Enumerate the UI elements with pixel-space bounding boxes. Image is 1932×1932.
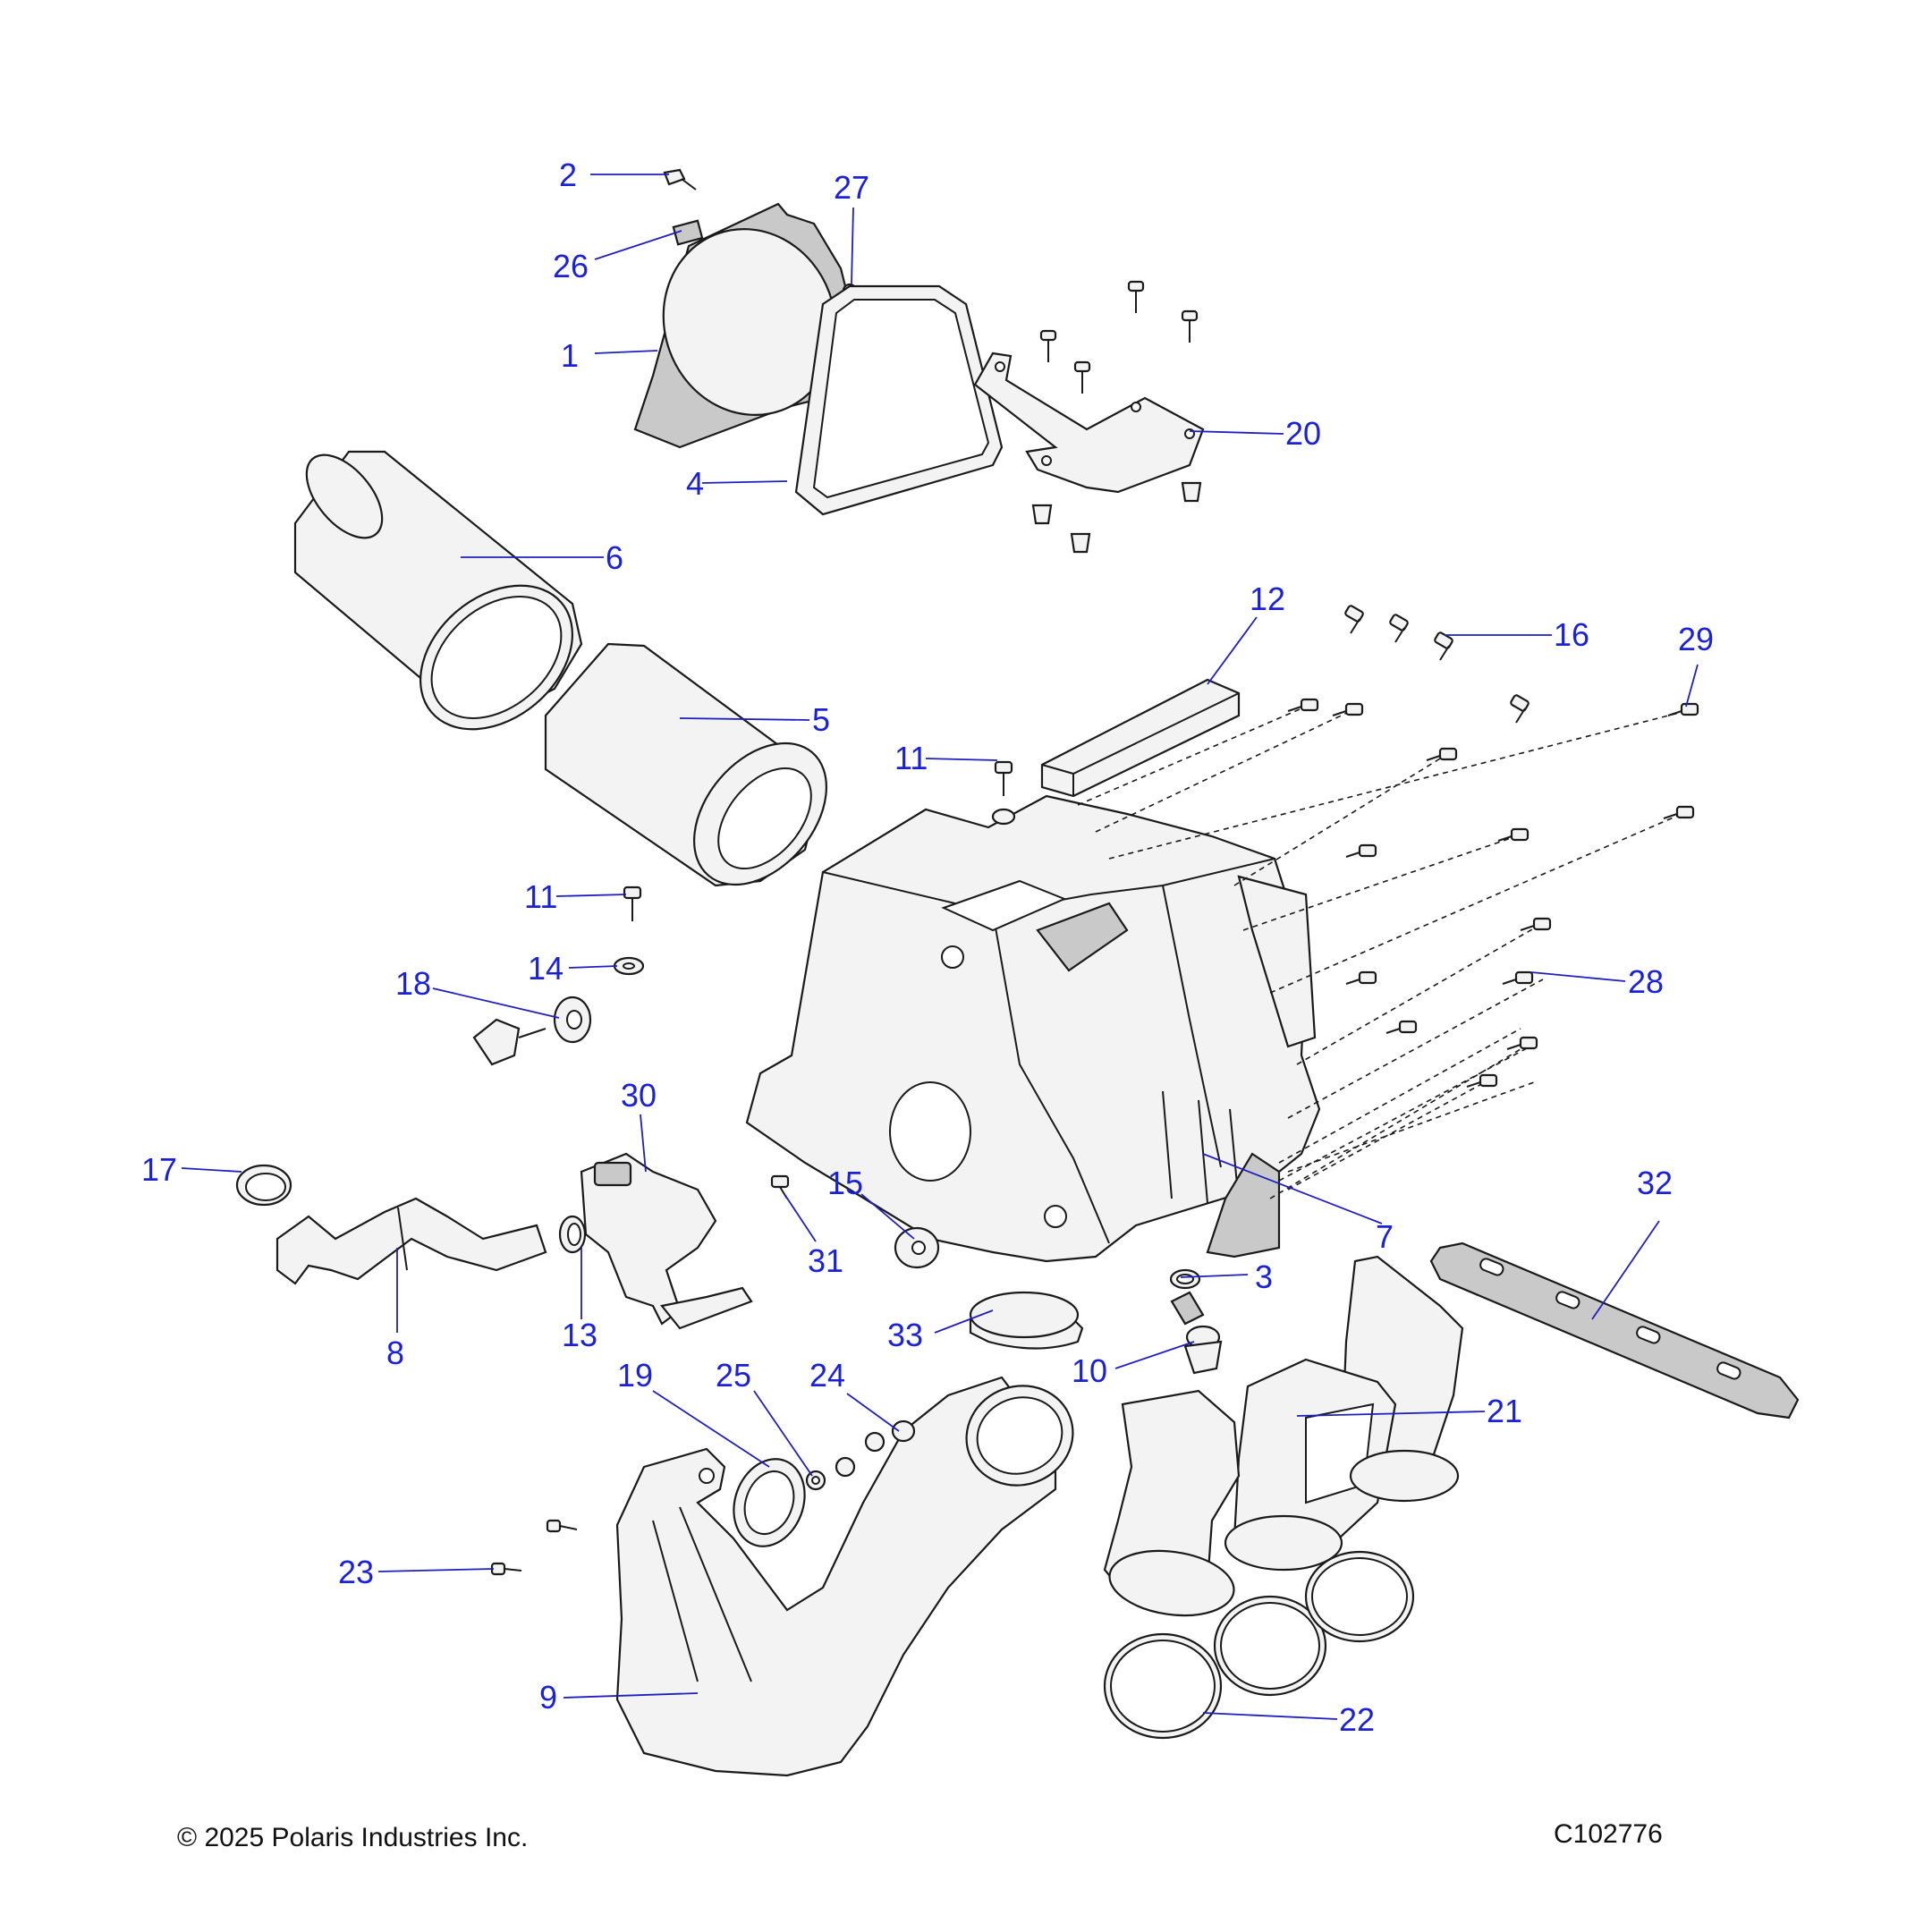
callout-16: 16: [1554, 616, 1589, 653]
callout-28: 28: [1628, 963, 1664, 1000]
callout-labels: 1 2 3 4 5 6 7 8 9 10 11 11 12 13 14 15 1…: [141, 157, 1714, 1738]
part-4-gasket: [794, 284, 1004, 516]
callout-30: 30: [621, 1077, 657, 1114]
callout-9: 9: [539, 1679, 557, 1716]
part-10-drain-valve: [1170, 1291, 1223, 1375]
part-2-screw: [663, 168, 697, 191]
callout-23: 23: [338, 1554, 374, 1590]
part-13-clamp: [558, 1215, 587, 1254]
part-20-bracket: [973, 352, 1205, 494]
callout-17: 17: [141, 1151, 177, 1188]
part-25-washer: [805, 1470, 826, 1491]
callout-2: 2: [559, 157, 577, 193]
part-20-bolts: [1031, 280, 1202, 554]
callout-27: 27: [834, 169, 869, 206]
callout-5: 5: [812, 701, 830, 738]
part-11-bolt-lower: [623, 886, 642, 921]
part-14-washer: [613, 956, 645, 976]
part-3-o-ring: [1169, 1268, 1201, 1290]
callout-12: 12: [1250, 580, 1285, 617]
part-33-cap: [969, 1291, 1084, 1350]
callout-13: 13: [562, 1317, 597, 1353]
callout-26: 26: [553, 248, 589, 284]
callout-29: 29: [1678, 621, 1714, 657]
callout-10: 10: [1072, 1352, 1107, 1389]
part-1-cover-plate: [633, 202, 865, 449]
callout-3: 3: [1255, 1258, 1273, 1295]
callout-19: 19: [617, 1357, 653, 1394]
part-31-bolt: [770, 1174, 790, 1199]
part-19-seal: [733, 1458, 806, 1547]
part-18-grommet-sensor: [472, 996, 592, 1066]
part-22-clamps: [1103, 1550, 1415, 1740]
callout-21: 21: [1487, 1393, 1522, 1429]
part-24-nuts: [835, 1419, 916, 1478]
part-21-ducts: [1103, 1255, 1464, 1617]
callout-22: 22: [1339, 1701, 1375, 1738]
callout-33: 33: [887, 1317, 923, 1353]
part-16-bolts: [1344, 605, 1530, 724]
drawing-id: C102776: [1554, 1819, 1663, 1849]
copyright-text: © 2025 Polaris Industries Inc.: [177, 1823, 529, 1852]
callout-4: 4: [686, 465, 704, 502]
callout-18: 18: [395, 965, 431, 1002]
callout-6: 6: [606, 539, 623, 576]
callout-24: 24: [809, 1357, 845, 1394]
callout-25: 25: [716, 1357, 751, 1394]
part-23-bolts: [490, 1519, 578, 1576]
part-26-clip: [672, 219, 704, 246]
callout-20: 20: [1285, 415, 1321, 452]
callout-31: 31: [808, 1242, 843, 1279]
callout-8: 8: [386, 1335, 404, 1371]
callout-1: 1: [561, 337, 579, 374]
leader-lines: [181, 174, 1699, 1720]
part-7-airbox: [745, 794, 1321, 1263]
part-30-valve: [580, 1152, 753, 1330]
part-28-29-bolts: [1077, 698, 1699, 1199]
callout-11b: 11: [524, 878, 557, 915]
callout-32: 32: [1637, 1165, 1673, 1201]
part-6-filter-sleeve: [293, 450, 583, 731]
part-5-filter-element: [544, 642, 827, 887]
part-15-grommet: [894, 1226, 940, 1269]
part-17-clamp: [235, 1164, 292, 1207]
callout-11a: 11: [894, 740, 928, 776]
part-8-hose: [275, 1197, 547, 1285]
callout-14: 14: [528, 950, 564, 987]
part-9-intake-tube: [615, 1376, 1074, 1777]
part-11-bolt-upper: [991, 760, 1016, 826]
part-32-strap: [1429, 1241, 1800, 1419]
part-12-foam-block: [1040, 678, 1241, 798]
callout-15: 15: [827, 1165, 863, 1201]
callout-7: 7: [1376, 1218, 1394, 1255]
